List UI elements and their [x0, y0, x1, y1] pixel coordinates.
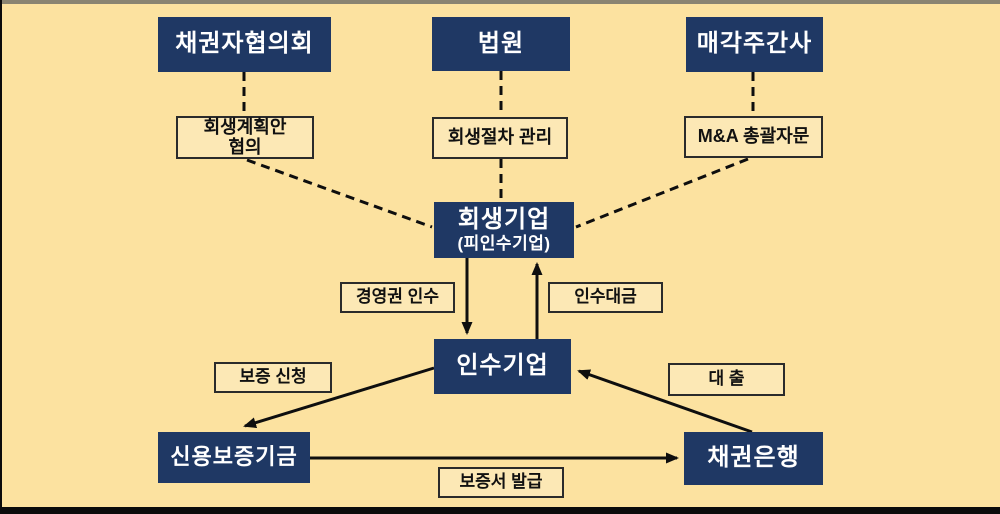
label-loan: 대 출 [668, 363, 785, 396]
node-court: 법원 [432, 17, 570, 71]
node-creditors-council: 채권자협의회 [158, 17, 331, 72]
edge-bank-to-acquirer-loan [577, 369, 753, 434]
node-rehab-company-label: 회생기업 [457, 206, 551, 234]
node-acquirer-label: 인수기업 [456, 352, 549, 380]
edge-acquirer-to-fund-guarantee [243, 366, 435, 429]
label-loan-text: 대 출 [708, 369, 745, 389]
edge-ma-label-to-rehab [575, 157, 749, 229]
label-ma-advisory: M&A 총괄자문 [684, 116, 823, 158]
label-guarantee-application-text: 보증 신청 [239, 367, 307, 387]
node-creditors-council-label: 채권자협의회 [175, 30, 314, 58]
label-guarantee-issuance: 보증서 발급 [438, 467, 564, 498]
label-plan-consultation: 회생계획안 협의 [176, 116, 314, 159]
node-rehab-company: 회생기업 (피인수기업) [434, 202, 574, 258]
node-sale-manager: 매각주간사 [686, 17, 823, 72]
node-credit-guarantee-fund: 신용보증기금 [158, 432, 310, 483]
node-sale-manager-label: 매각주간사 [696, 30, 813, 58]
frame-left-bar [0, 0, 2, 514]
label-management-acquisition: 경영권 인수 [340, 282, 455, 313]
label-plan-consultation-line1: 회생계획안 [203, 116, 287, 137]
label-acquisition-payment: 인수대금 [548, 282, 663, 313]
node-court-label: 법원 [477, 29, 525, 57]
node-creditor-bank: 채권은행 [684, 432, 823, 485]
node-acquirer: 인수기업 [434, 339, 571, 394]
frame-top-bar [0, 0, 1000, 4]
label-procedure-management-text: 회생절차 관리 [447, 127, 553, 148]
label-management-acquisition-text: 경영권 인수 [356, 287, 439, 307]
label-guarantee-application: 보증 신청 [214, 362, 332, 393]
label-procedure-management: 회생절차 관리 [432, 117, 568, 159]
node-credit-guarantee-fund-label: 신용보증기금 [170, 444, 298, 470]
label-ma-advisory-text: M&A 총괄자문 [697, 126, 810, 147]
edge-plan-label-to-rehab [246, 158, 433, 229]
frame-bottom-bar [0, 507, 1000, 514]
node-creditor-bank-label: 채권은행 [707, 444, 800, 472]
label-guarantee-issuance-text: 보증서 발급 [459, 472, 543, 492]
label-plan-consultation-line2: 협의 [228, 136, 262, 157]
node-rehab-company-sublabel: (피인수기업) [457, 233, 551, 253]
label-acquisition-payment-text: 인수대금 [574, 287, 637, 307]
